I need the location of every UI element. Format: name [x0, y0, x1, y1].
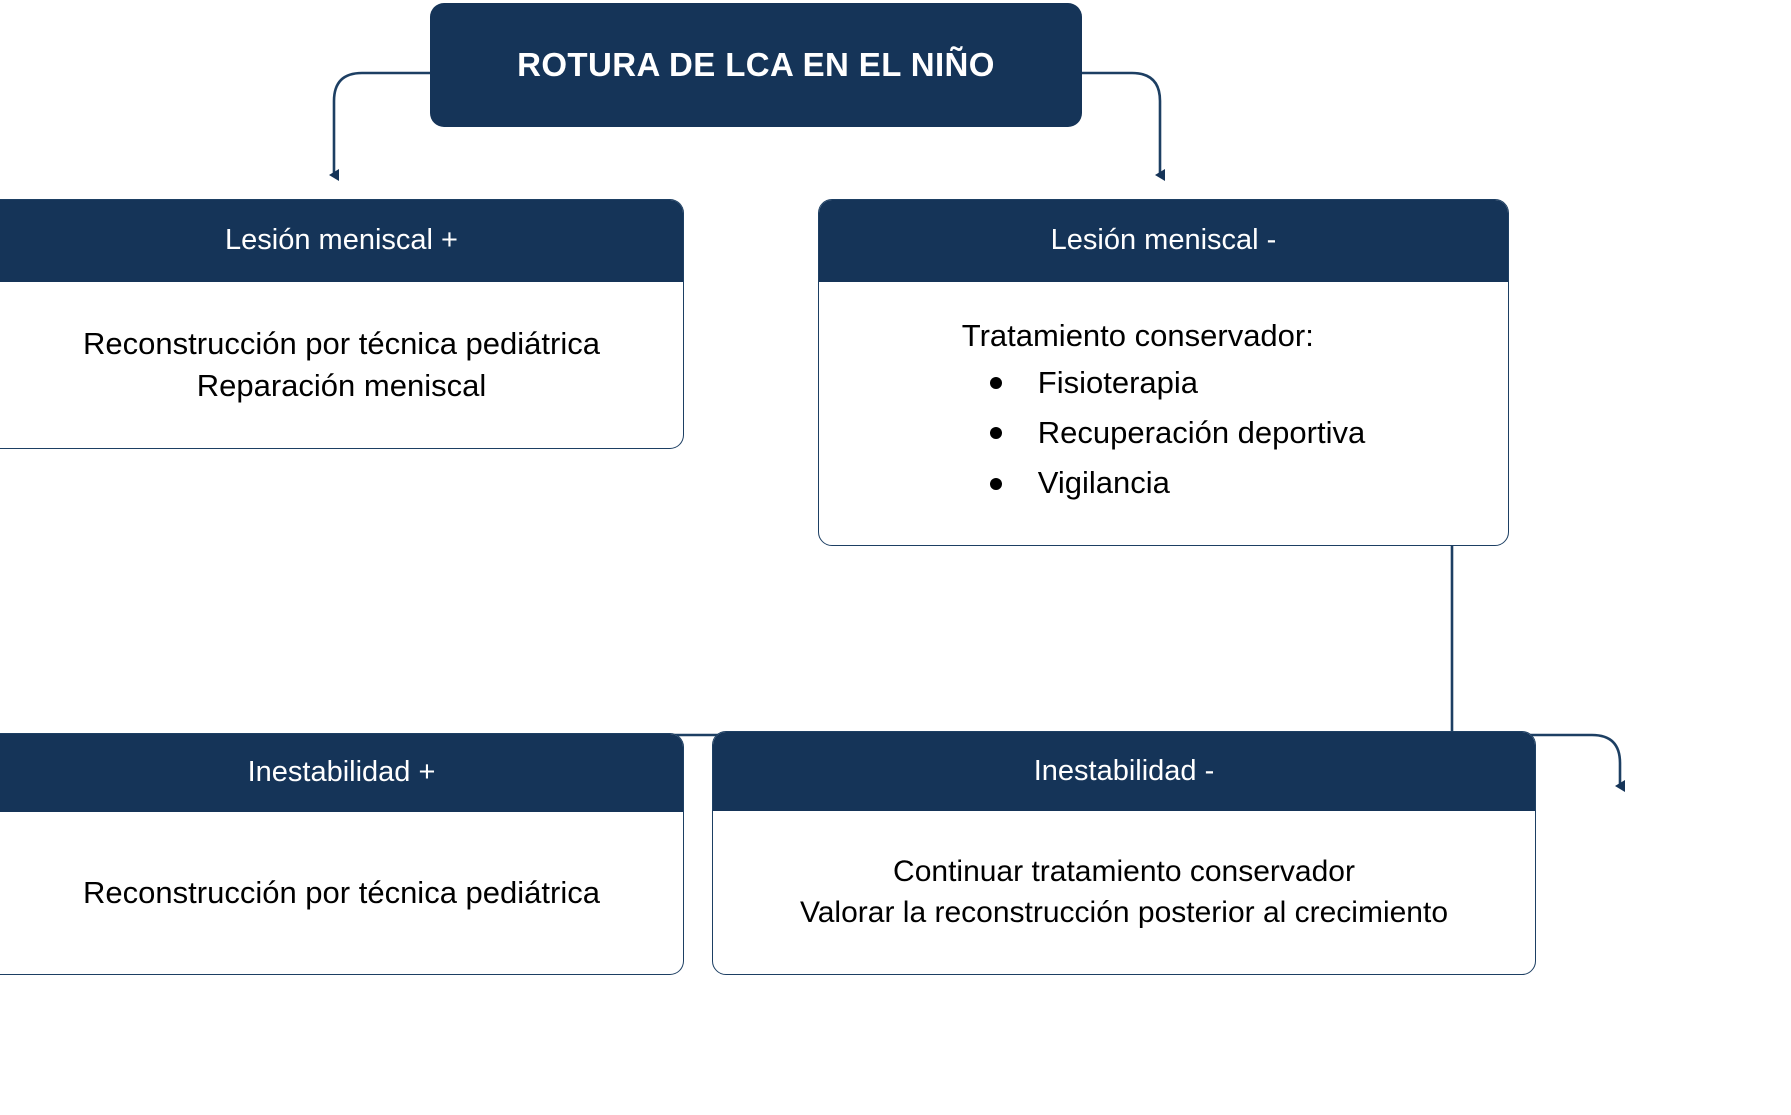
list-item: Recuperación deportiva — [989, 408, 1365, 458]
node-body-lesion-meniscal-negative: Tratamiento conservador: Fisioterapia Re… — [819, 282, 1508, 545]
list-item: Vigilancia — [989, 458, 1365, 508]
connector-root-to-meniscal-positive — [329, 71, 430, 181]
node-lesion-meniscal-negative[interactable]: Lesión meniscal - Tratamiento conservado… — [818, 199, 1509, 546]
node-header-inestabilidad-positive: Inestabilidad + — [0, 734, 683, 812]
connector-root-to-meniscal-negative — [1082, 71, 1165, 181]
node-header-lesion-meniscal-positive: Lesión meniscal + — [0, 200, 683, 282]
conservative-treatment-list: Fisioterapia Recuperación deportiva Vigi… — [962, 358, 1365, 509]
node-body-inestabilidad-positive: Reconstrucción por técnica pediátrica — [0, 812, 683, 974]
node-header-inestabilidad-negative: Inestabilidad - — [713, 732, 1535, 811]
node-body-inestabilidad-negative: Continuar tratamiento conservador Valora… — [713, 811, 1535, 974]
conservative-treatment-title: Tratamiento conservador: — [961, 318, 1314, 354]
body-line: Reconstrucción por técnica pediátrica — [83, 325, 600, 361]
node-inestabilidad-negative[interactable]: Inestabilidad - Continuar tratamiento co… — [712, 731, 1536, 975]
node-root[interactable]: ROTURA DE LCA EN EL NIÑO — [430, 3, 1082, 127]
root-title: ROTURA DE LCA EN EL NIÑO — [517, 45, 995, 83]
node-inestabilidad-positive[interactable]: Inestabilidad + Reconstrucción por técni… — [0, 733, 684, 975]
body-line: Continuar tratamiento conservador — [893, 854, 1355, 888]
node-lesion-meniscal-positive[interactable]: Lesión meniscal + Reconstrucción por téc… — [0, 199, 684, 449]
node-body-lesion-meniscal-positive: Reconstrucción por técnica pediátrica Re… — [0, 282, 683, 448]
list-item: Fisioterapia — [989, 358, 1365, 408]
node-header-lesion-meniscal-negative: Lesión meniscal - — [819, 200, 1508, 282]
body-line: Valorar la reconstrucción posterior al c… — [799, 895, 1449, 929]
body-line: Reparación meniscal — [196, 368, 487, 403]
body-line: Reconstrucción por técnica pediátrica — [83, 874, 600, 910]
